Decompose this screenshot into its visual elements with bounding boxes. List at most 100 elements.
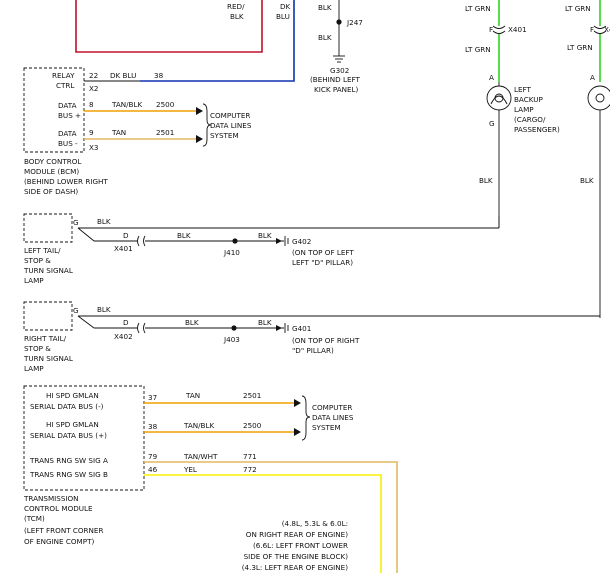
tcm-section: HI SPD GMLAN SERIAL DATA BUS (-) 37 TAN … <box>23 385 398 573</box>
bcm-pin-9: 9 <box>89 128 94 137</box>
bcm-data-brace <box>202 103 212 147</box>
lt-grn-lower-label-2: LT GRN <box>567 43 593 52</box>
arrow-icon <box>196 135 203 143</box>
g302-blk-mid-label: BLK <box>318 33 332 42</box>
tcm-pin-38: 38 <box>148 422 158 431</box>
g401-location-1: (ON TOP OF RIGHT <box>292 336 360 345</box>
tcm-computer-label-3: SYSTEM <box>312 423 341 432</box>
blk-label-backup-2: BLK <box>580 176 594 185</box>
backup-lamp-label-5: PASSENGER) <box>514 125 560 134</box>
g401-location-2: "D" PILLAR) <box>292 346 334 355</box>
circuit-2500-tcm: 2500 <box>243 421 262 430</box>
left-tail-blk-top-label: BLK <box>97 217 111 226</box>
circuit-772: 772 <box>243 465 257 474</box>
circuit-771: 771 <box>243 452 257 461</box>
tcm-computer-label-2: DATA LINES <box>312 413 354 422</box>
g402-location-2: LEFT "D" PILLAR) <box>292 258 353 267</box>
right-tail-pin-d: D <box>123 318 129 327</box>
g402-label: G402 <box>292 237 311 246</box>
pin-f-right: F <box>590 25 594 34</box>
g302-location-2: KICK PANEL) <box>314 85 359 94</box>
right-tail-caption-2: STOP & <box>24 344 51 353</box>
tan-label-bcm: TAN <box>111 128 126 137</box>
left-tail-caption-1: LEFT TAIL/ <box>24 246 61 255</box>
arrow-icon <box>276 325 282 331</box>
connector-x402: X402 <box>114 332 133 341</box>
left-tail-lamp-box <box>23 213 73 243</box>
connector-x4-bottom <box>593 30 607 34</box>
g302-location-1: (BEHIND LEFT <box>310 75 361 84</box>
bcm-caption-1: BODY CONTROL <box>24 157 81 166</box>
bcm-computer-label-1: COMPUTER <box>210 111 250 120</box>
bcm-caption-3: (BEHIND LOWER RIGHT <box>24 177 108 186</box>
dk-blu-label-1: DK <box>280 2 291 11</box>
connector-x4-top <box>593 25 607 29</box>
backup-lamp-label-2: BACKUP <box>514 95 544 104</box>
left-tail-caption-4: LAMP <box>24 276 44 285</box>
arrow-icon <box>196 107 203 115</box>
data-bus-minus-label-2: BUS - <box>58 139 78 148</box>
backup-lamp-label-1: LEFT <box>514 85 532 94</box>
hs-plus-label-1: HI SPD GMLAN <box>46 420 99 429</box>
engine-note-3: (6.6L: LEFT FRONT LOWER <box>253 541 348 550</box>
tcm-pin-46: 46 <box>148 465 158 474</box>
pin-f-left: F <box>489 25 493 34</box>
bcm-computer-label-3: SYSTEM <box>210 131 239 140</box>
engine-note-1: (4.8L, 5.3L & 6.0L: <box>282 519 348 528</box>
right-tail-lamp-section: G BLK D X402 BLK J403 BLK G401 (ON TOP O… <box>23 301 600 373</box>
arrow-icon <box>276 238 282 244</box>
j403-splice <box>231 325 237 331</box>
j410-splice <box>232 238 238 244</box>
tan-wht-label: TAN/WHT <box>183 452 218 461</box>
right-tail-blk-top-label: BLK <box>97 305 111 314</box>
right-tail-blk-mid-label: BLK <box>185 318 199 327</box>
left-tail-blk-mid-label: BLK <box>177 231 191 240</box>
tcm-pin-37: 37 <box>148 393 157 402</box>
left-tail-caption-2: STOP & <box>24 256 51 265</box>
left-tail-pin-d: D <box>123 231 129 240</box>
hs-minus-label-2: SERIAL DATA BUS (-) <box>30 402 104 411</box>
right-tail-lamp-box <box>23 301 73 331</box>
tan-blk-label-bcm: TAN/BLK <box>111 100 142 109</box>
right-tail-blk-right-label: BLK <box>258 318 272 327</box>
hs-plus-label-2: SERIAL DATA BUS (+) <box>30 431 107 440</box>
red-blk-wire <box>75 0 263 53</box>
right-tail-caption-4: LAMP <box>24 364 44 373</box>
data-bus-plus-label-1: DATA <box>58 101 77 110</box>
g302-ground-icon <box>333 55 345 63</box>
engine-note-5: (4.3L: LEFT REAR OF ENGINE) <box>242 563 349 572</box>
sig-a-label: TRANS RNG SW SIG A <box>29 456 108 465</box>
blk-label-backup-1: BLK <box>479 176 493 185</box>
backup-lamp-label-3: LAMP <box>514 105 534 114</box>
connector-x3: X3 <box>89 143 99 152</box>
connector-x402-right <box>143 322 146 334</box>
bcm-section: RELAY CTRL 22 DK BLU 38 X2 DATA BUS + 8 … <box>23 67 252 196</box>
tan-wht-wire <box>144 461 398 573</box>
j247-label: J247 <box>346 18 363 27</box>
circuit-2501-bcm: 2501 <box>156 128 174 137</box>
tcm-caption-4: (LEFT FRONT CORNER <box>24 526 103 535</box>
connector-x401-bottom <box>492 30 506 34</box>
backup-lamp-label-4: (CARGO/ <box>514 115 546 124</box>
connector-x401-tail: X401 <box>114 244 133 253</box>
right-tail-pin-g: G <box>73 306 79 315</box>
hs-minus-label-1: HI SPD GMLAN <box>46 391 99 400</box>
backup-lamp-section: LT GRN F X401 LT GRN A G LEFT BACKUP LAM… <box>465 0 610 318</box>
sig-b-label: TRANS RNG SW SIG B <box>29 470 108 479</box>
circuit-2500-bcm: 2500 <box>156 100 175 109</box>
left-tail-lamp-section: G BLK D X401 BLK J410 BLK G402 (ON TOP O… <box>23 213 500 285</box>
g302-label: G302 <box>330 66 349 75</box>
tcm-caption-3: (TCM) <box>24 514 45 523</box>
g401-label: G401 <box>292 324 311 333</box>
g302-blk-top-label: BLK <box>318 3 332 12</box>
connector-x401-tail-right <box>143 235 146 247</box>
right-tail-caption-3: TURN SIGNAL <box>23 354 73 363</box>
data-bus-plus-label-2: BUS + <box>58 111 81 120</box>
left-backup-lamp-bulb-icon <box>486 85 512 111</box>
yel-wire <box>144 474 382 573</box>
top-section: RED/ BLK DK BLU BLK J247 BLK G302 (BEHIN… <box>75 0 363 94</box>
red-blk-label-2: BLK <box>230 12 244 21</box>
bcm-caption-4: SIDE OF DASH) <box>24 187 78 196</box>
g401-ground-icon <box>284 323 289 333</box>
